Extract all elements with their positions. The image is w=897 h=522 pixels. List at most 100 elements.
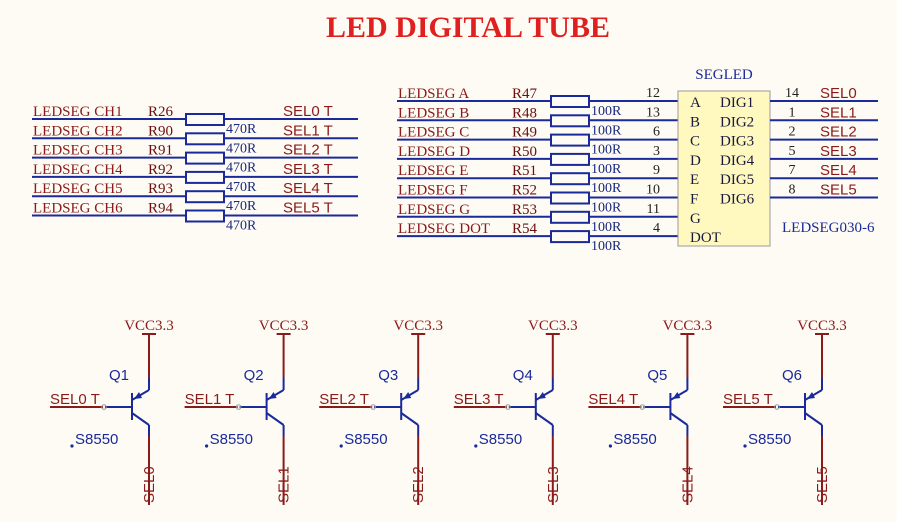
digit-net-label: SEL1 xyxy=(820,104,857,121)
resistor-value: 470R xyxy=(226,219,257,234)
supply-label: VCC3.3 xyxy=(259,318,309,334)
chip-digit-pin-label: DIG6 xyxy=(720,192,755,208)
resistor-body xyxy=(185,132,225,146)
pin-number: 6 xyxy=(653,125,660,140)
resistor-body xyxy=(550,133,590,147)
chip-digit-pin-label: DIG1 xyxy=(720,95,754,111)
part-dot xyxy=(339,444,343,448)
chip-segment-pin-label: B xyxy=(690,114,700,130)
resistor-designator: R47 xyxy=(512,86,538,102)
collector-net-label: SEL0 xyxy=(141,466,158,503)
collector-net-label: SEL4 xyxy=(679,466,696,503)
resistor-value: 470R xyxy=(226,199,257,214)
pin-number: 5 xyxy=(789,144,796,159)
resistor-body xyxy=(550,95,590,108)
base-net-label: SEL1 T xyxy=(185,391,235,408)
resistor-value: 470R xyxy=(226,141,257,156)
chip-segment-pin-label: C xyxy=(690,134,700,150)
output-net-label: SEL3 T xyxy=(283,161,333,178)
resistor-value: 470R xyxy=(226,161,257,176)
supply-label: VCC3.3 xyxy=(663,318,713,334)
pin-number: 11 xyxy=(647,202,660,217)
chip-segment-pin-label: E xyxy=(690,172,699,188)
pin-number: 9 xyxy=(653,163,660,178)
transistor-designator: Q4 xyxy=(513,367,533,384)
resistor-body xyxy=(185,190,225,204)
transistor-part: S8550 xyxy=(748,431,791,448)
resistor-designator: R92 xyxy=(148,162,173,178)
emitter-arrow xyxy=(134,392,142,399)
resistor-body xyxy=(185,170,225,184)
emitter-arrow xyxy=(807,392,815,399)
chip-digit-pin-label: DIG5 xyxy=(720,172,754,188)
chip-segment-pin-label: D xyxy=(690,153,701,169)
supply-label: VCC3.3 xyxy=(528,318,578,334)
collector-diagonal xyxy=(131,412,150,426)
pin-number: 2 xyxy=(789,125,796,140)
pin-number: 1 xyxy=(789,105,796,120)
transistor-part: S8550 xyxy=(479,431,522,448)
resistor-designator: R26 xyxy=(148,104,174,120)
net-label: LEDSEG CH5 xyxy=(33,181,123,197)
resistor-designator: R50 xyxy=(512,144,537,160)
resistor-body xyxy=(550,152,590,166)
pin-number: 8 xyxy=(789,183,796,198)
chip-segment-pin-label: G xyxy=(690,211,701,227)
collector-diagonal xyxy=(535,412,554,426)
net-label: LEDSEG CH3 xyxy=(33,143,123,159)
transistor-designator: Q1 xyxy=(109,367,129,384)
output-net-label: SEL0 T xyxy=(283,103,333,120)
supply-label: VCC3.3 xyxy=(393,318,443,334)
chip-digit-pin-label: DIG3 xyxy=(720,134,754,150)
pin-number: 3 xyxy=(653,144,660,159)
diagram-title: LED DIGITAL TUBE xyxy=(326,11,610,44)
resistor-value: 100R xyxy=(591,181,622,196)
resistor-designator: R48 xyxy=(512,105,537,121)
output-net-label: SEL2 T xyxy=(283,142,333,159)
transistor-designator: Q6 xyxy=(782,367,802,384)
net-label: LEDSEG C xyxy=(398,125,469,141)
collector-net-label: SEL1 xyxy=(276,466,293,503)
net-label: LEDSEG DOT xyxy=(398,221,490,237)
part-dot xyxy=(743,444,747,448)
transistor-part: S8550 xyxy=(613,431,656,448)
net-label: LEDSEG CH6 xyxy=(33,201,123,217)
net-label: LEDSEG D xyxy=(398,144,470,160)
digit-net-label: SEL5 xyxy=(820,182,857,199)
chip-segment-pin-label: DOT xyxy=(690,230,721,246)
resistor-value: 100R xyxy=(591,201,622,216)
output-net-label: SEL4 T xyxy=(283,180,333,197)
output-net-label: SEL5 T xyxy=(283,200,333,217)
pin-number: 14 xyxy=(785,86,799,101)
base-net-label: SEL2 T xyxy=(319,391,369,408)
digit-net-label: SEL3 xyxy=(820,143,857,160)
net-label: LEDSEG B xyxy=(398,105,469,121)
net-label: LEDSEG CH2 xyxy=(33,123,123,139)
resistor-designator: R49 xyxy=(512,125,537,141)
emitter-arrow xyxy=(537,392,546,399)
resistor-body xyxy=(185,151,225,165)
base-net-label: SEL4 T xyxy=(588,391,638,408)
part-dot xyxy=(205,444,209,448)
digit-net-label: SEL2 xyxy=(820,124,857,141)
transistor-designator: Q5 xyxy=(647,367,667,384)
junction xyxy=(101,404,107,410)
chip-segment-pin-label: F xyxy=(690,192,698,208)
resistor-body xyxy=(185,209,225,223)
resistor-designator: R52 xyxy=(512,183,537,199)
transistor-designator: Q3 xyxy=(378,367,398,384)
